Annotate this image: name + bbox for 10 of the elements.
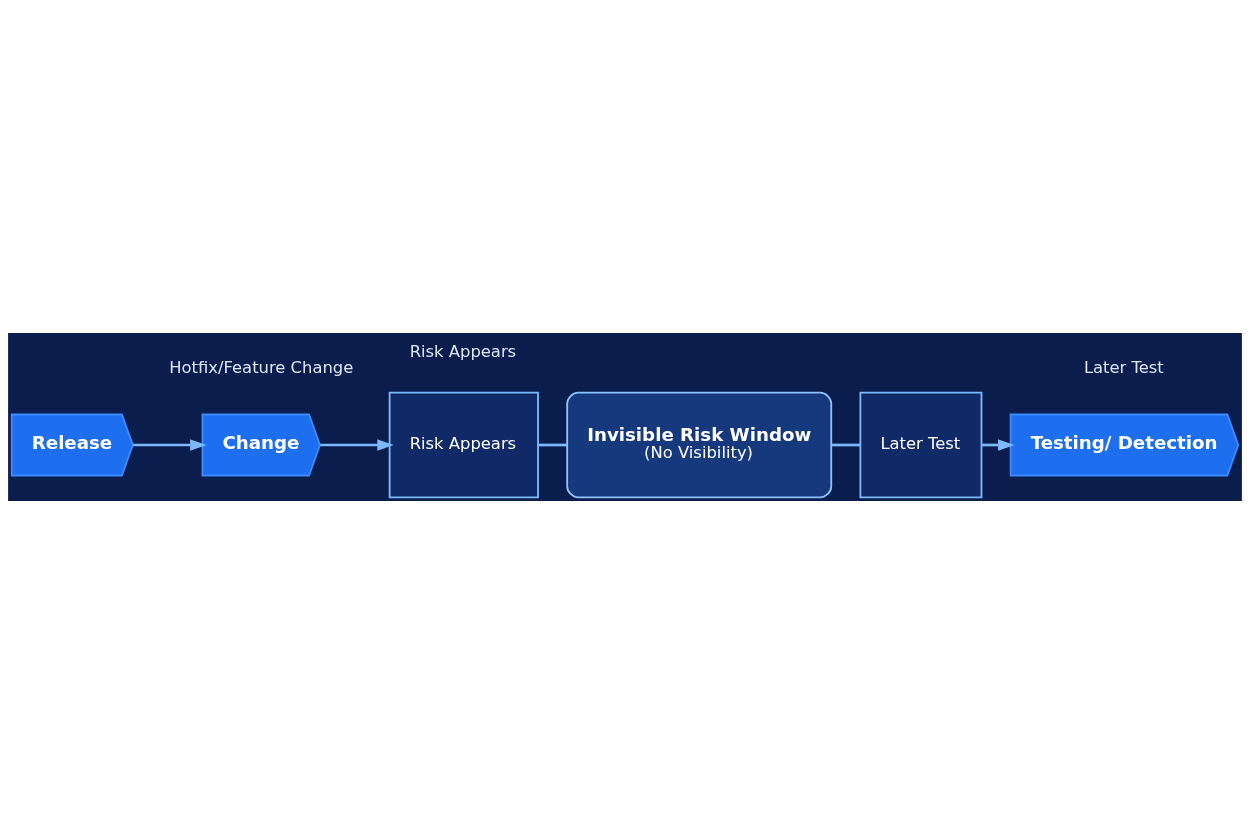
arrow <box>132 439 207 451</box>
node-box: Invisible Risk Window (No Visibility) <box>566 391 833 499</box>
node-box: Risk Appears <box>388 391 539 499</box>
node-box: Later Test <box>859 391 983 499</box>
connector <box>538 443 567 447</box>
connector <box>831 443 861 447</box>
node-label: Risk Appears <box>409 342 517 362</box>
node-label: Later Test <box>1083 358 1164 378</box>
node-label: Hotfix/Feature Change <box>169 358 354 378</box>
arrow <box>320 439 394 451</box>
